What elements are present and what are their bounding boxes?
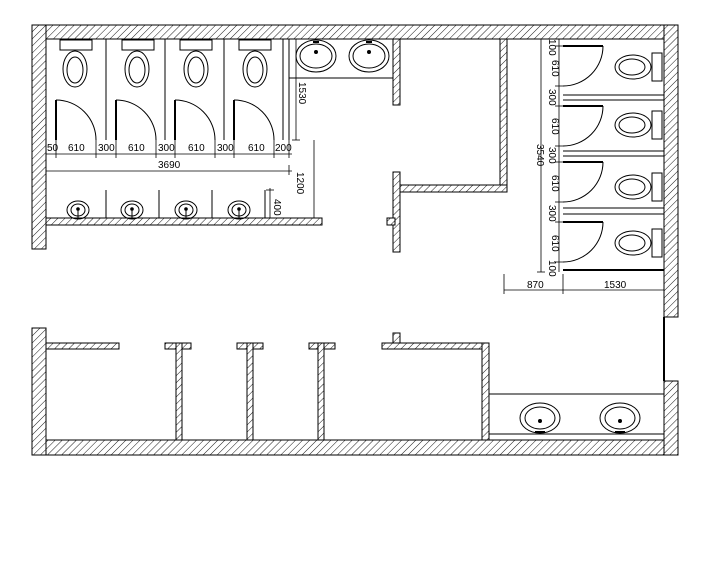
wall-lower-part-4 xyxy=(481,342,490,441)
dim-label-total: 3690 xyxy=(158,160,181,171)
dim-label-vertical: 610 xyxy=(549,118,560,135)
dim-label-vertical: 400 xyxy=(271,199,282,216)
dim-label-vertical: 1530 xyxy=(296,82,307,105)
toilet-icon xyxy=(614,228,663,258)
urinal-icon xyxy=(120,200,144,220)
right-toilet-room xyxy=(562,45,664,271)
room-lines xyxy=(489,317,665,435)
wall-center-stub xyxy=(386,217,396,226)
dim-label-vertical: 610 xyxy=(549,175,560,192)
sink-icon xyxy=(295,39,337,73)
stall-door-right-4 xyxy=(562,221,604,263)
urinal-icon xyxy=(66,200,90,220)
walls xyxy=(31,24,679,456)
dim-label-total: 3540 xyxy=(534,144,545,167)
right-dimension-labels: 100 610 300 610 300 610 300 610 100 3540… xyxy=(527,39,627,291)
right-dimensions xyxy=(503,39,665,294)
wall-right-upper xyxy=(663,24,679,318)
wall-left-room-bottom xyxy=(45,217,323,226)
wall-mid-bottom xyxy=(399,184,508,193)
dim-label-vertical: 300 xyxy=(546,205,557,222)
urinal-icon xyxy=(174,200,198,220)
sink-icon xyxy=(599,402,641,434)
toilet-icon xyxy=(614,172,663,202)
wall-lower-part-2 xyxy=(246,342,254,441)
toilet-icon xyxy=(238,39,272,88)
dim-label: 610 xyxy=(128,143,145,154)
wall-lower-top-5 xyxy=(381,342,490,350)
sink-icon xyxy=(348,39,390,73)
wall-mid-right xyxy=(499,38,508,193)
left-dimensions xyxy=(45,39,315,218)
dim-label: 870 xyxy=(527,280,544,291)
dim-label-vertical: 610 xyxy=(549,235,560,252)
stall-door-right-1 xyxy=(562,45,604,87)
dim-label: 300 xyxy=(158,143,175,154)
wall-left-lower xyxy=(31,327,47,456)
dim-label-vertical: 100 xyxy=(546,260,557,277)
dim-label-vertical: 100 xyxy=(546,39,557,56)
wall-top xyxy=(31,24,679,40)
toilet-icon xyxy=(121,39,155,88)
stall-door-3 xyxy=(174,99,216,141)
wall-lower-part-3 xyxy=(317,342,325,441)
wall-left-upper xyxy=(31,24,47,250)
stall-door-right-3 xyxy=(562,161,604,203)
dim-label: 300 xyxy=(217,143,234,154)
stall-door-2 xyxy=(115,99,157,141)
toilet-icon xyxy=(614,52,663,82)
dim-label-vertical: 610 xyxy=(549,60,560,77)
wall-bottom xyxy=(31,439,679,456)
stall-door-1 xyxy=(55,99,97,141)
sink-icon xyxy=(519,402,561,434)
dim-label-vertical: 300 xyxy=(546,147,557,164)
wall-right-lower xyxy=(663,380,679,456)
dim-label: 200 xyxy=(275,143,292,154)
stall-door-4 xyxy=(233,99,275,141)
lower-sinks xyxy=(519,402,641,434)
left-dimension-labels: 50 610 300 610 300 610 300 610 200 3690 … xyxy=(47,82,307,216)
dim-label: 610 xyxy=(248,143,265,154)
urinal-icon xyxy=(227,200,251,220)
toilet-icon xyxy=(59,39,93,88)
dim-label: 610 xyxy=(68,143,85,154)
dim-label: 610 xyxy=(188,143,205,154)
wall-center-vertical-lower xyxy=(392,171,401,253)
wall-lower-top-1 xyxy=(45,342,120,350)
dim-label: 300 xyxy=(98,143,115,154)
wall-lower-stub xyxy=(392,332,401,344)
dim-label: 1530 xyxy=(604,280,627,291)
dim-label-vertical: 300 xyxy=(546,89,557,106)
toilet-icon xyxy=(614,110,663,140)
left-toilet-room xyxy=(55,39,393,220)
toilet-icon xyxy=(179,39,213,88)
wall-lower-part-1 xyxy=(175,342,183,441)
dim-label-vertical: 1200 xyxy=(294,172,305,195)
dim-label: 50 xyxy=(47,143,59,154)
stall-door-right-2 xyxy=(562,105,604,147)
wall-center-vertical xyxy=(392,38,401,106)
